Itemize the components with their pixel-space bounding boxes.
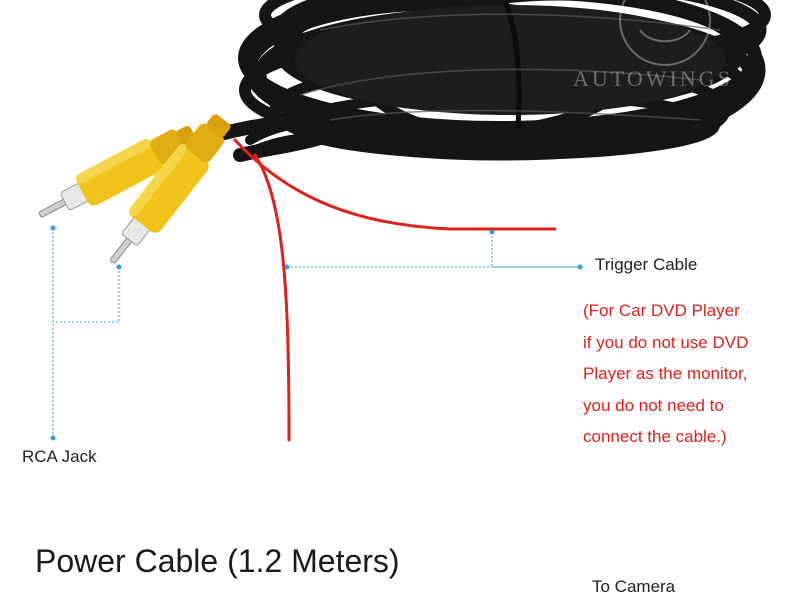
brand-watermark: AUTOWINGS [573,66,733,91]
note-line: Player as the monitor, [583,364,748,383]
trigger-wire [233,138,557,442]
to-camera-label: To Camera [592,577,676,596]
rca-plug-lower [109,114,231,264]
note-line: you do not need to [583,395,724,415]
power-cable-label: Power Cable (1.2 Meters) [35,543,400,579]
coil-highlights [299,13,721,121]
note-line: connect the cable.) [583,427,727,446]
leader-dots [50,225,583,441]
rca-jack-label: RCA Jack [22,447,97,466]
coil-shadow [295,5,725,115]
note-line: (For Car DVD Player [583,301,740,320]
trigger-cable-note: (For Car DVD Player if you do not use DV… [583,295,748,453]
leader-lines [52,228,580,438]
rca-plug-upper [38,125,197,218]
brand-logo-icon [619,0,711,66]
note-line: if you do not use DVD [583,332,749,352]
trigger-cable-label: Trigger Cable [595,255,698,274]
